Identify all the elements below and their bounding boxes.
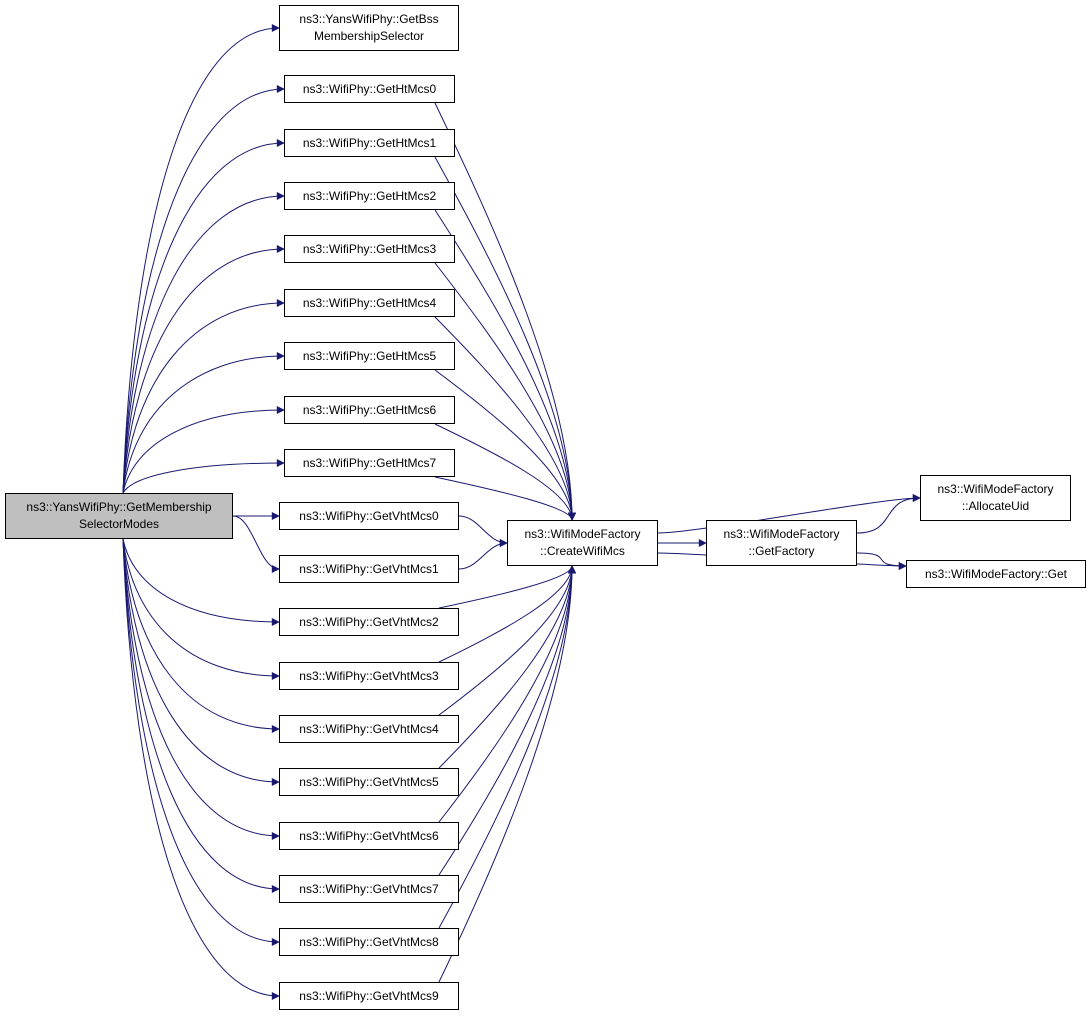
- edge-root-to-htmcs1: [122, 139, 285, 494]
- node-gethtmcs5[interactable]: ns3::WifiPhy::GetHtMcs5: [284, 342, 455, 370]
- edge-vhtmcs3-to-createwifimcs: [438, 565, 576, 663]
- edge-root-to-vhtmcs9: [122, 538, 280, 1000]
- edge-htmcs2-to-createwifimcs: [434, 209, 576, 521]
- edge-root-to-htmcs2: [122, 192, 285, 494]
- node-label-line: ::GetFactory: [748, 544, 815, 558]
- node-label-line: ns3::WifiPhy::GetVhtMcs8: [299, 934, 439, 949]
- edge-root-to-vhtmcs1: [232, 515, 280, 573]
- edge-root-to-htmcs6: [122, 406, 285, 494]
- edge-root-to-htmcs3: [122, 245, 285, 494]
- node-label-line: ns3::WifiPhy::GetVhtMcs4: [299, 721, 439, 736]
- edge-htmcs3-to-createwifimcs: [434, 262, 576, 521]
- node-gethtmcs0[interactable]: ns3::WifiPhy::GetHtMcs0: [284, 75, 455, 103]
- node-label-line: ns3::YansWifiPhy::GetMembership: [26, 500, 212, 514]
- edge-vhtmcs9-to-createwifimcs: [438, 565, 576, 983]
- node-label-line: ns3::WifiPhy::GetHtMcs2: [302, 188, 437, 203]
- edge-root-to-vhtmcs6: [122, 538, 280, 840]
- node-getvhtmcs6[interactable]: ns3::WifiPhy::GetVhtMcs6: [279, 822, 459, 850]
- node-label-line: ns3::WifiPhy::GetVhtMcs7: [299, 881, 439, 896]
- edge-htmcs5-to-createwifimcs: [434, 369, 576, 521]
- edge-root-to-vhtmcs5: [122, 538, 280, 786]
- node-getvhtmcs2[interactable]: ns3::WifiPhy::GetVhtMcs2: [279, 608, 459, 636]
- node-getfactory[interactable]: ns3::WifiModeFactory ::GetFactory: [706, 520, 857, 566]
- node-gethtmcs2[interactable]: ns3::WifiPhy::GetHtMcs2: [284, 182, 455, 210]
- edge-root-to-htmcs7: [122, 459, 285, 494]
- edge-vhtmcs4-to-createwifimcs: [438, 565, 576, 716]
- node-label-line: ns3::WifiPhy::GetHtMcs3: [302, 241, 437, 256]
- node-label-line: ns3::WifiModeFactory: [524, 527, 641, 541]
- node-label-line: ns3::WifiModeFactory: [723, 527, 840, 541]
- edge-createwifimcs-to-allocateuid: [657, 494, 921, 534]
- edge-root-to-vhtmcs2: [122, 538, 280, 626]
- node-getvhtmcs1[interactable]: ns3::WifiPhy::GetVhtMcs1: [279, 555, 459, 583]
- node-label-line: ns3::WifiPhy::GetVhtMcs9: [299, 988, 439, 1003]
- node-getvhtmcs7[interactable]: ns3::WifiPhy::GetVhtMcs7: [279, 875, 459, 903]
- node-label-line: ns3::WifiPhy::GetHtMcs0: [302, 81, 437, 96]
- edge-vhtmcs5-to-createwifimcs: [438, 565, 576, 769]
- edge-htmcs4-to-createwifimcs: [434, 316, 576, 521]
- edge-vhtmcs6-to-createwifimcs: [438, 565, 576, 823]
- edge-root-to-htmcs4: [122, 299, 285, 494]
- node-label-line: SelectorModes: [78, 517, 160, 531]
- node-label-line: ::CreateWifiMcs: [540, 544, 625, 558]
- edge-root-to-vhtmcs4: [122, 538, 280, 733]
- node-label-line: ns3::WifiPhy::GetVhtMcs1: [299, 561, 439, 576]
- node-gethtmcs1[interactable]: ns3::WifiPhy::GetHtMcs1: [284, 129, 455, 157]
- node-label-line: ns3::WifiPhy::GetHtMcs7: [302, 455, 437, 470]
- node-gethtmcs4[interactable]: ns3::WifiPhy::GetHtMcs4: [284, 289, 455, 317]
- node-label-line: ns3::WifiPhy::GetHtMcs6: [302, 402, 437, 417]
- node-getvhtmcs3[interactable]: ns3::WifiPhy::GetVhtMcs3: [279, 662, 459, 690]
- node-getvhtmcs0[interactable]: ns3::WifiPhy::GetVhtMcs0: [279, 502, 459, 530]
- edge-vhtmcs0-to-createwifimcs: [458, 515, 508, 547]
- node-label-line: ns3::WifiPhy::GetVhtMcs2: [299, 614, 439, 629]
- edge-root-to-vhtmcs3: [122, 538, 280, 680]
- node-label-line: ns3::WifiModeFactory: [937, 482, 1054, 496]
- edge-htmcs1-to-createwifimcs: [434, 156, 576, 521]
- node-gethtmcs7[interactable]: ns3::WifiPhy::GetHtMcs7: [284, 449, 455, 477]
- edge-root-to-htmcs5: [122, 352, 285, 494]
- node-getvhtmcs8[interactable]: ns3::WifiPhy::GetVhtMcs8: [279, 928, 459, 956]
- node-label-line: ns3::WifiPhy::GetHtMcs1: [302, 135, 437, 150]
- node-getvhtmcs5[interactable]: ns3::WifiPhy::GetVhtMcs5: [279, 768, 459, 796]
- node-gethtmcs3[interactable]: ns3::WifiPhy::GetHtMcs3: [284, 235, 455, 263]
- edge-htmcs6-to-createwifimcs: [434, 423, 576, 521]
- edge-vhtmcs1-to-createwifimcs: [458, 539, 508, 570]
- node-gethtmcs6[interactable]: ns3::WifiPhy::GetHtMcs6: [284, 396, 455, 424]
- node-label-line: ns3::WifiPhy::GetHtMcs5: [302, 348, 437, 363]
- edge-root-to-htmcs0: [122, 85, 285, 494]
- node-allocateuid[interactable]: ns3::WifiModeFactory ::AllocateUid: [920, 475, 1071, 521]
- node-createwifimcs[interactable]: ns3::WifiModeFactory ::CreateWifiMcs: [507, 520, 658, 566]
- edge-getfactory-to-get: [856, 552, 907, 570]
- edge-root-to-vhtmcs8: [122, 538, 280, 946]
- edge-htmcs0-to-createwifimcs: [434, 102, 576, 521]
- node-get[interactable]: ns3::WifiModeFactory::Get: [906, 560, 1086, 588]
- node-getvhtmcs9[interactable]: ns3::WifiPhy::GetVhtMcs9: [279, 982, 459, 1010]
- edge-getfactory-to-allocateuid: [856, 494, 921, 534]
- node-label-line: ns3::WifiPhy::GetVhtMcs0: [299, 508, 439, 523]
- node-label-line: ns3::WifiPhy::GetVhtMcs5: [299, 774, 439, 789]
- edge-vhtmcs8-to-createwifimcs: [438, 565, 576, 929]
- node-label-line: ns3::WifiModeFactory::Get: [924, 566, 1068, 581]
- node-root-getmembershipselectormodes: ns3::YansWifiPhy::GetMembership Selector…: [5, 493, 233, 539]
- node-getbssmembershipselector[interactable]: ns3::YansWifiPhy::GetBss MembershipSelec…: [279, 5, 459, 51]
- edge-root-to-getbss: [122, 24, 280, 494]
- node-label-line: ns3::WifiPhy::GetVhtMcs6: [299, 828, 439, 843]
- edge-htmcs7-to-createwifimcs: [434, 476, 576, 521]
- node-label-line: ns3::WifiPhy::GetHtMcs4: [302, 295, 437, 310]
- edge-vhtmcs7-to-createwifimcs: [438, 565, 576, 876]
- node-label-line: ::AllocateUid: [961, 499, 1030, 513]
- node-label-line: ns3::YansWifiPhy::GetBss: [299, 12, 439, 26]
- node-getvhtmcs4[interactable]: ns3::WifiPhy::GetVhtMcs4: [279, 715, 459, 743]
- node-label-line: ns3::WifiPhy::GetVhtMcs3: [299, 668, 439, 683]
- node-label-line: MembershipSelector: [313, 29, 425, 43]
- edge-root-to-vhtmcs7: [122, 538, 280, 893]
